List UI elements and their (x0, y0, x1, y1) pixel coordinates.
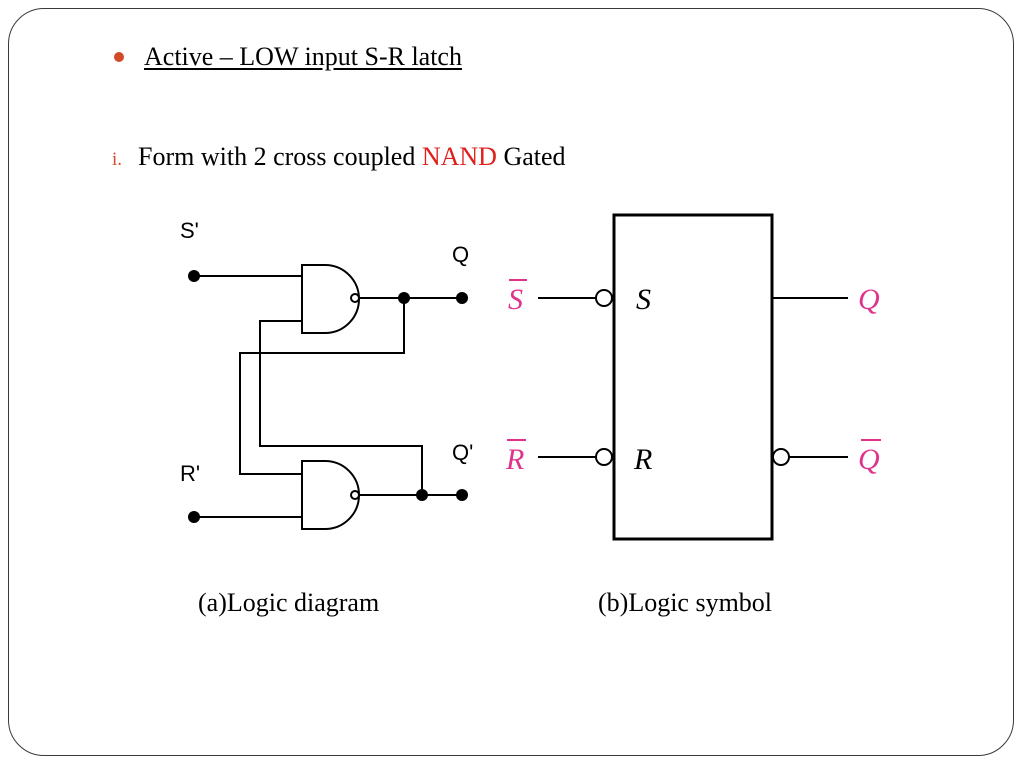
bubble-r (595, 448, 613, 466)
terminal-s-dot (188, 270, 200, 282)
terminal-q-dot (456, 292, 468, 304)
junction-qbar-dot (416, 489, 428, 501)
bullet-dot-icon (114, 52, 124, 62)
label-s-prime: S' (180, 218, 199, 243)
wire-q-feedback (239, 298, 405, 475)
logic-symbol (538, 213, 848, 541)
label-r-prime: R' (180, 461, 200, 486)
nand-gate-upper (301, 264, 360, 334)
symbol-input-rbar: R (505, 443, 524, 476)
slide-frame (8, 8, 1014, 756)
numbered-item: i. Form with 2 cross coupled NAND Gated (112, 142, 566, 172)
logic-diagram (194, 264, 462, 530)
label-qbar-prime: Q' (452, 440, 473, 465)
wire-qbar-feedback (259, 320, 423, 495)
terminal-qbar-dot (456, 489, 468, 501)
symbol-input-sbar: S (508, 283, 523, 316)
numbered-text-after: Gated (496, 142, 566, 171)
caption-logic-diagram: (a)Logic diagram (198, 588, 380, 617)
label-q: Q (452, 242, 469, 267)
symbol-inner-r: R (633, 443, 652, 476)
numbered-marker: i. (112, 149, 123, 170)
bullet-item: Active – LOW input S-R latch (114, 42, 462, 72)
symbol-inner-s: S (636, 283, 651, 316)
terminal-r-dot (188, 511, 200, 523)
nand-bubble-lower (350, 490, 360, 500)
nand-bubble-upper (350, 293, 360, 303)
bubble-qbar (772, 448, 790, 466)
logic-diagram-dots (188, 270, 468, 523)
numbered-text: Form with 2 cross coupled NAND Gated (138, 142, 566, 172)
numbered-text-before: Form with 2 cross coupled (138, 142, 422, 171)
latch-box (612, 213, 774, 541)
symbol-output-qbar: Q (858, 443, 880, 476)
numbered-text-highlight: NAND (421, 142, 497, 171)
symbol-output-q: Q (858, 283, 880, 316)
bubble-s (595, 289, 613, 307)
bullet-text: Active – LOW input S-R latch (144, 42, 462, 71)
caption-logic-symbol: (b)Logic symbol (598, 588, 773, 617)
junction-q-dot (398, 292, 410, 304)
